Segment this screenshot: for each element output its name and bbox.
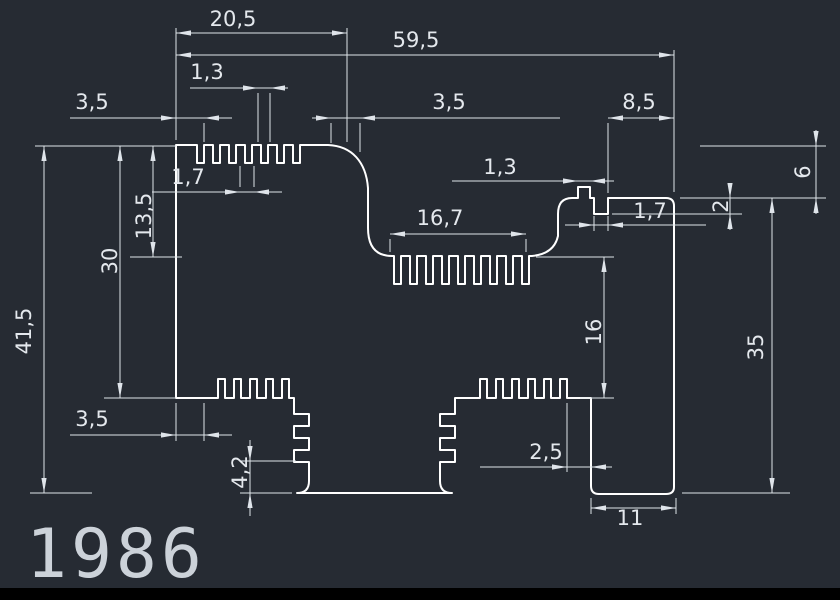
arrow-icon (176, 52, 191, 58)
arrow-icon (161, 432, 176, 438)
dim-label: 1,3 (483, 155, 516, 179)
arrow-icon (204, 432, 219, 438)
dim-top-left-wall: 3,5 (70, 90, 232, 142)
arrow-icon (591, 464, 606, 470)
arrow-icon (117, 146, 123, 161)
dim-label: 8,5 (622, 90, 655, 114)
dim-label: 16,7 (417, 206, 464, 230)
arrow-icon (590, 178, 605, 184)
dim-label: 41,5 (12, 308, 36, 355)
arrow-icon (813, 131, 819, 146)
dim-label: 2,5 (529, 440, 562, 464)
arrow-icon (204, 115, 219, 121)
arrow-icon (563, 178, 578, 184)
arrow-icon (813, 198, 819, 213)
arrow-icon (225, 189, 240, 195)
arrow-icon (727, 183, 733, 198)
arrow-icon (270, 85, 285, 91)
arrow-icon (659, 115, 674, 121)
arrow-icon (727, 214, 733, 229)
dim-label: 59,5 (393, 28, 440, 52)
arrow-icon (601, 383, 607, 398)
dim-right-step-height: 6 (791, 130, 819, 214)
dim-label: 20,5 (210, 7, 257, 31)
dim-left-block-height: 30 (98, 146, 176, 399)
dim-label: 3,5 (432, 90, 465, 114)
dim-label: 2 (709, 199, 733, 212)
dim-label: 1,7 (171, 165, 204, 189)
arrow-icon (247, 493, 253, 508)
arrow-icon (769, 478, 775, 493)
shared-extension-lines (35, 28, 826, 199)
dim-overall-height: 41,5 (12, 146, 92, 494)
arrow-icon (150, 242, 156, 257)
arrow-icon (41, 146, 47, 161)
arrow-icon (591, 505, 606, 511)
arrow-icon (360, 115, 375, 121)
dim-label: 30 (98, 248, 122, 275)
dim-label: 1,3 (190, 60, 223, 84)
arrow-icon (769, 198, 775, 213)
arrow-icon (150, 146, 156, 161)
arrow-icon (254, 189, 269, 195)
dim-right-foot-width: 11 (590, 498, 677, 530)
arrow-icon (332, 30, 347, 36)
arrow-icon (608, 115, 623, 121)
arrow-icon (661, 505, 676, 511)
arrow-icon (161, 115, 176, 121)
dim-label: 11 (617, 506, 644, 530)
dim-overall-width: 59,5 (176, 28, 674, 58)
dim-right-notch-depth: 2 (612, 183, 742, 230)
dim-right-recess-height: 16 (536, 256, 614, 399)
dim-label: 3,5 (75, 90, 108, 114)
arrow-icon (552, 464, 567, 470)
dim-right-tab-width: 1,3 (452, 155, 614, 184)
dim-top-tooth-width: 1,7 (152, 165, 282, 195)
dim-top-slot-width: 1,3 (190, 60, 288, 142)
arrow-icon (579, 222, 594, 228)
arrow-icon (41, 478, 47, 493)
dim-label: 13,5 (132, 193, 156, 240)
dim-top-right-width: 8,5 (607, 90, 674, 193)
dim-mid-recess-width: 16,7 (389, 206, 527, 252)
dim-label: 16 (582, 319, 606, 346)
arrow-icon (659, 52, 674, 58)
dim-top-left-width: 20,5 (176, 7, 347, 36)
dim-foot-gap-width: 2,5 (480, 403, 612, 472)
dim-foot-rib-height: 4,2 (228, 440, 296, 516)
arrow-icon (316, 115, 331, 121)
dim-label: 1,7 (633, 199, 666, 223)
arrow-icon (117, 383, 123, 398)
arrow-icon (176, 30, 191, 36)
profile-outline (175, 144, 675, 495)
dim-label: 4,2 (228, 455, 252, 488)
dim-left-recess-depth: 13,5 (130, 146, 182, 258)
arrow-icon (601, 257, 607, 272)
dim-right-notch-width: 1,7 (565, 199, 706, 231)
arrow-icon (511, 231, 526, 237)
bottom-bar (0, 588, 840, 600)
arrow-icon (390, 231, 405, 237)
dim-bottom-left-wall: 3,5 (70, 403, 232, 441)
part-number: 1986 (26, 515, 206, 594)
arrow-icon (608, 222, 623, 228)
dim-label: 35 (744, 334, 768, 361)
dim-label: 6 (791, 165, 815, 178)
dim-top-mid-wall: 3,5 (312, 90, 560, 152)
arrow-icon (243, 85, 258, 91)
dim-label: 3,5 (75, 407, 108, 431)
dim-right-block-height: 35 (682, 198, 790, 494)
